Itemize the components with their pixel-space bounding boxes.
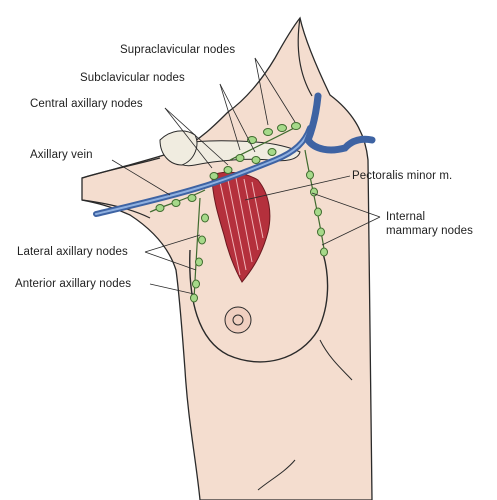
lymph-node: [209, 172, 219, 180]
lymph-node: [198, 235, 206, 245]
leader-lateral-axillary: [144, 251, 197, 271]
label-lateral-axillary-nodes: Lateral axillary nodes: [17, 246, 128, 258]
leader-pectoralis-minor: [244, 175, 351, 201]
arm-outline: [81, 157, 161, 179]
nipple: [232, 314, 244, 326]
lymph-node: [314, 207, 322, 217]
leader-axillary-vein: [111, 159, 171, 196]
leader-central-axillary: [164, 107, 213, 169]
leader-central-axillary: [164, 107, 229, 166]
label-anterior-axillary-nodes: Anterior axillary nodes: [15, 278, 132, 290]
label-subclavicular-nodes: Subclavicular nodes: [80, 72, 185, 84]
clavicle-bone: [170, 140, 301, 167]
lymph-node: [171, 199, 181, 207]
shoulder-bone: [159, 130, 198, 166]
lymph-node: [190, 293, 198, 303]
lymph-node: [223, 166, 233, 174]
lymph-node: [263, 128, 273, 136]
lymph-nodes: [155, 122, 328, 303]
leader-subclavicular: [219, 83, 256, 153]
lymph-node: [187, 194, 197, 202]
breast-outline: [189, 249, 329, 363]
leader-lateral-axillary: [144, 234, 201, 253]
label-axillary-vein: Axillary vein: [30, 149, 93, 161]
lymph-node: [155, 204, 165, 212]
lymph-node: [201, 213, 209, 223]
label-supraclavicular-nodes: Supraclavicular nodes: [120, 44, 236, 56]
lymph-node: [251, 156, 261, 164]
label-pectoralis-minor: Pectoralis minor m.: [352, 170, 453, 182]
leader-supraclavicular: [254, 57, 296, 123]
label-internal-mammary-line1: Internal: [386, 211, 426, 223]
skin-crease: [319, 339, 353, 381]
lymph-node: [235, 154, 245, 162]
torso-skin: [81, 16, 373, 500]
lymph-node: [267, 148, 277, 156]
lymph-node: [195, 257, 203, 267]
leader-lines: [111, 57, 381, 295]
lymph-node: [317, 227, 325, 237]
lymph-node: [306, 170, 314, 180]
axillary-vein-highlight: [95, 127, 311, 215]
leader-subclavicular: [219, 83, 241, 151]
label-internal-mammary-line2: mammary nodes: [386, 225, 473, 237]
muscle-striation: [219, 177, 264, 276]
leader-internal-mammary: [321, 216, 381, 246]
lymph-node: [320, 247, 328, 257]
label-central-axillary-nodes: Central axillary nodes: [30, 98, 143, 110]
leader-anterior-axillary: [149, 283, 195, 295]
lymph-node: [291, 122, 301, 130]
lymph-node: [277, 124, 287, 132]
lymph-node: [192, 279, 200, 289]
leader-supraclavicular: [254, 57, 269, 126]
jugular-vein: [304, 92, 376, 154]
leader-internal-mammary: [311, 192, 381, 218]
areola: [224, 306, 252, 334]
neck-outline: [297, 17, 313, 97]
skin-crease-2: [257, 459, 296, 491]
